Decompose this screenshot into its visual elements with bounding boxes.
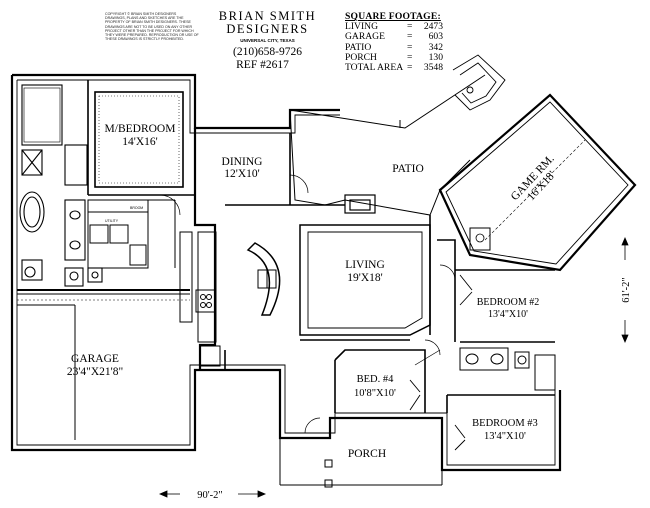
bedroom-3-size: 13'4"X10' <box>484 431 526 442</box>
dining-name: DINING <box>222 156 263 168</box>
exterior-wall-inner <box>16 79 556 466</box>
square-footage-table: SQUARE FOOTAGE: LIVING=2473 GARAGE=603 P… <box>345 11 445 74</box>
sqft-row-porch: PORCH=130 <box>345 51 443 63</box>
company-phone: (210)658-9726 <box>233 46 302 58</box>
game-room-label: GAME RM. 16'X18' <box>509 153 558 203</box>
plan-ref: REF #2617 <box>236 59 289 71</box>
overall-depth: 61'-2" <box>621 277 632 302</box>
bedroom-4-size: 10'8"X10' <box>354 388 396 399</box>
bedroom-4-walls <box>334 349 426 413</box>
sqft-value: 3548 <box>423 62 443 74</box>
garage-name: GARAGE <box>71 353 119 365</box>
bedroom-2-name: BEDROOM #2 <box>477 297 540 308</box>
utility-label: UTILITY <box>105 219 119 223</box>
designer-block: BRIAN SMITH DESIGNERS UNIVERSAL CITY, TE… <box>205 10 330 72</box>
master-bedroom-walls <box>87 80 195 196</box>
sqft-value: 603 <box>428 31 443 43</box>
sqft-row-garage: GARAGE=603 <box>345 31 443 43</box>
living-name: LIVING <box>345 259 385 271</box>
bedroom-3-walls <box>446 394 555 451</box>
garage-size: 23'4"X21'8" <box>67 366 123 378</box>
living-ceiling <box>299 224 431 336</box>
door-swings <box>159 174 456 434</box>
master-bedroom-name: M/BEDROOM <box>105 123 176 135</box>
sqft-value: 2473 <box>423 21 443 33</box>
sqft-label: PORCH <box>345 51 377 63</box>
square-footage-title: SQUARE FOOTAGE: <box>345 11 441 22</box>
overall-width: 90'-2" <box>197 490 222 501</box>
sqft-value: 130 <box>428 51 443 63</box>
spa-outline <box>452 54 506 111</box>
sqft-row-living: LIVING=2473 <box>345 21 443 33</box>
sqft-label: LIVING <box>345 21 379 33</box>
sqft-label: PATIO <box>345 41 372 53</box>
garage-walls <box>17 299 190 440</box>
master-bath <box>17 84 190 295</box>
company-name-line2: DESIGNERS <box>226 22 309 36</box>
copyright-note: COPYRIGHT © BRIAN SMITH DESIGNERS DRAWIN… <box>105 12 200 41</box>
sqft-row-total: TOTAL AREA=3548 <box>345 62 443 74</box>
kitchen-counters <box>179 231 281 367</box>
fireplace <box>344 194 376 214</box>
utility-area <box>87 199 176 269</box>
sqft-value: 342 <box>428 41 443 53</box>
sqft-row-patio: PATIO=342 <box>345 41 443 53</box>
sqft-label: TOTAL AREA <box>345 62 404 74</box>
copyright-line: COPYRIGHT © BRIAN SMITH DESIGNERS <box>105 12 177 16</box>
master-bedroom-size: 14'X16' <box>122 136 157 148</box>
dining-size: 12'X10' <box>224 168 259 180</box>
bedroom-3-name: BEDROOM #3 <box>472 418 538 429</box>
bedroom-2-size: 13'4"X10' <box>488 309 528 320</box>
porch <box>279 438 443 488</box>
patio-name: PATIO <box>392 163 424 175</box>
hall-bath <box>459 341 556 391</box>
company-city: UNIVERSAL CITY, TEXAS <box>240 38 295 43</box>
broom-label: BROOM <box>130 206 143 210</box>
sqft-label: GARAGE <box>345 31 385 43</box>
copyright-body: DRAWINGS, PLANS AND SKETCHES ARE THE PRO… <box>105 16 199 42</box>
bedroom-2-walls <box>437 227 555 342</box>
dimension-lines <box>158 236 629 498</box>
game-room-walls <box>438 93 637 272</box>
company-name-line1: BRIAN SMITH <box>218 9 317 23</box>
living-size: 19'X18' <box>347 272 382 284</box>
bedroom-4-name: BED. #4 <box>357 374 395 385</box>
porch-name: PORCH <box>348 448 386 460</box>
room-labels: M/BEDROOM 14'X16' DINING 12'X10' PATIO G… <box>67 123 558 460</box>
